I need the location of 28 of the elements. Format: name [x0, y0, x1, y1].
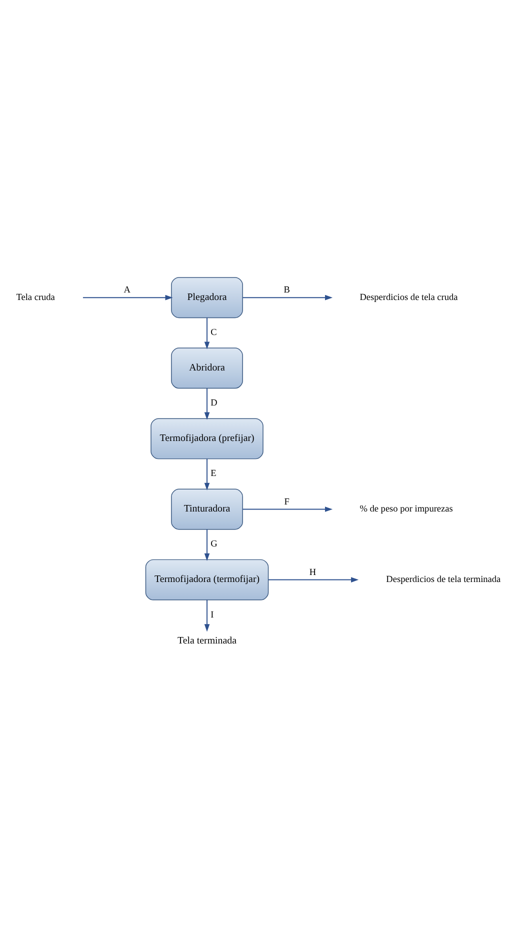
label: Desperdicios de tela terminada: [386, 574, 501, 585]
edge-label: A: [124, 286, 130, 296]
edge-label: G: [210, 540, 218, 550]
edge-label: D: [210, 398, 218, 409]
node-box: Plegadora: [171, 277, 243, 318]
edge-label: I: [210, 610, 214, 620]
edge-label: H: [309, 568, 316, 578]
edge-label: B: [284, 286, 290, 296]
label: Tela cruda: [16, 292, 55, 303]
edge-label: C: [210, 328, 217, 338]
arrow: [204, 600, 210, 632]
edge-label: F: [284, 497, 290, 508]
node-box: Tinturadora: [171, 488, 243, 530]
arrow: [204, 458, 210, 490]
arrow: [242, 294, 333, 300]
node-text: Tela terminada: [178, 636, 236, 647]
node-box: Termofijadora (prefijar): [150, 418, 264, 460]
arrow: [242, 506, 333, 512]
node-box: Abridora: [171, 348, 243, 389]
arrow: [82, 294, 173, 300]
node-box: Termofijadora (termofijar): [145, 559, 269, 600]
edge-label: E: [210, 469, 216, 480]
label: Desperdicios de tela cruda: [360, 292, 458, 303]
arrow: [204, 529, 210, 561]
arrow: [268, 577, 359, 582]
arrow: [204, 317, 210, 350]
label: % de peso por impurezas: [360, 504, 453, 514]
arrow: [204, 388, 210, 420]
